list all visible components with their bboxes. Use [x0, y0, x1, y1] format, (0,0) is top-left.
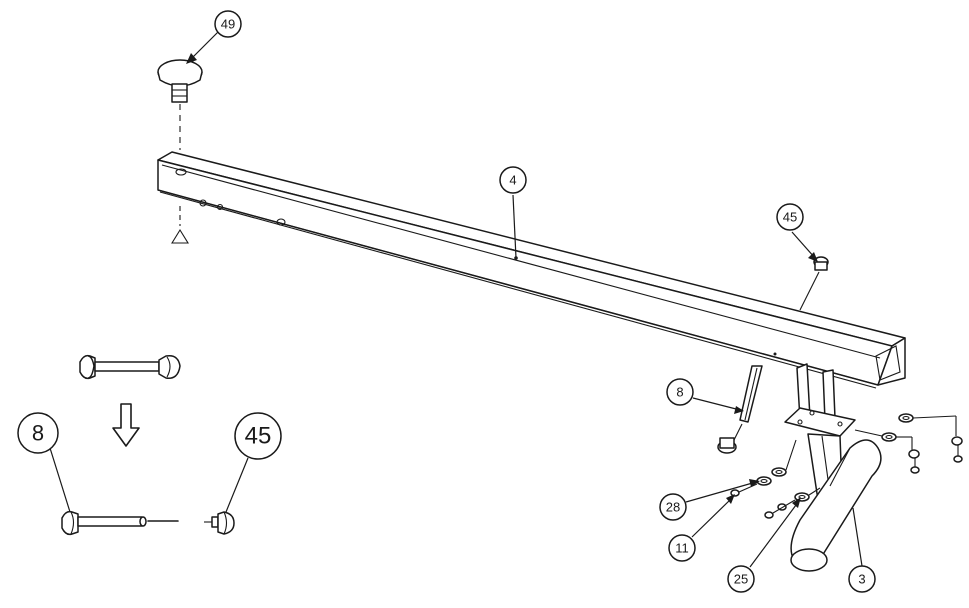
hardware-right [854, 413, 963, 474]
detail-pin-exploded [61, 510, 235, 536]
callout-4: 4 [499, 166, 527, 259]
detail-down-arrow-icon [112, 403, 140, 447]
callout-28: 28 [659, 479, 760, 521]
callout-8-left-label: 8 [32, 421, 44, 446]
callout-49: 49 [186, 10, 242, 64]
callout-8-right: 8 [666, 378, 744, 414]
callout-3: 3 [848, 507, 876, 593]
callout-45-left: 45 [225, 412, 282, 513]
callout-8-right-label: 8 [676, 385, 683, 400]
pin-8-right [717, 365, 763, 454]
bracket-3 [784, 363, 882, 572]
callout-45-top-label: 45 [783, 210, 797, 225]
callout-3-label: 3 [858, 572, 865, 587]
callout-45-top: 45 [776, 203, 818, 262]
main-tube-4 [157, 151, 906, 389]
callout-25-label: 25 [734, 572, 748, 587]
callout-11-label: 11 [675, 541, 689, 556]
callout-4-label: 4 [509, 173, 516, 188]
callout-25: 25 [727, 497, 801, 593]
callout-11: 11 [668, 494, 735, 562]
hardware-left [730, 439, 821, 519]
callout-49-label: 49 [221, 17, 235, 32]
callout-8-left: 8 [17, 412, 71, 513]
knob-49 [157, 59, 203, 150]
knob-45-top [799, 256, 829, 311]
detail-pin-assembled [79, 354, 181, 380]
callout-28-label: 28 [666, 500, 680, 515]
callout-45-left-label: 45 [245, 423, 272, 450]
